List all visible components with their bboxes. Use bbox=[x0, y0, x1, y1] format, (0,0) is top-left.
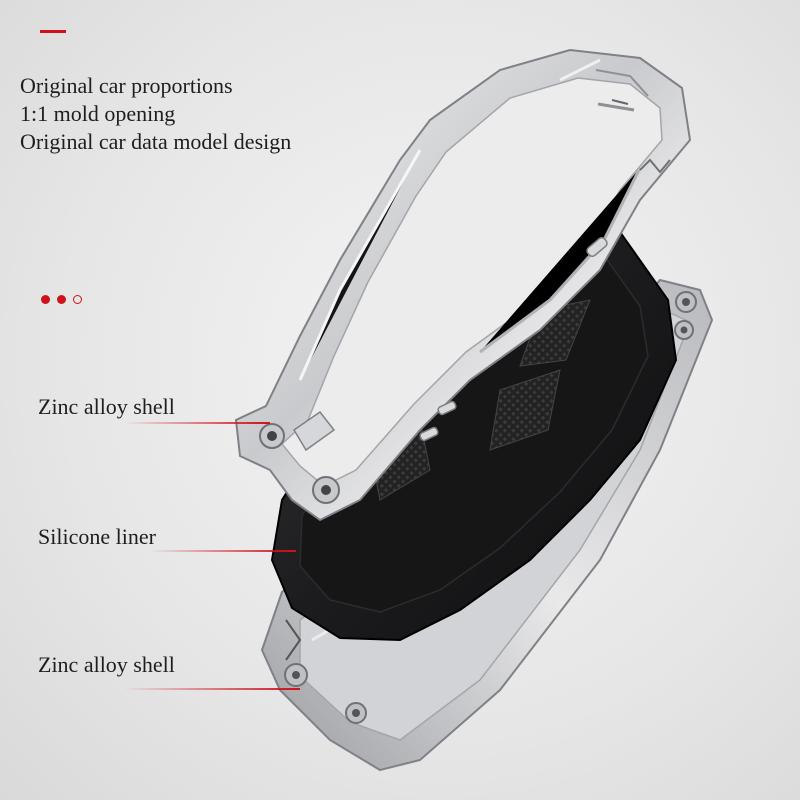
callout-leader-line bbox=[124, 688, 300, 690]
pagination-dot bbox=[73, 295, 82, 304]
callout-bottom-shell: Zinc alloy shell bbox=[38, 652, 175, 677]
feature-line: Original car proportions bbox=[20, 73, 233, 98]
pagination-dot bbox=[41, 295, 50, 304]
pagination-dot bbox=[57, 295, 66, 304]
callout-top-shell: Zinc alloy shell bbox=[38, 394, 175, 419]
feature-line: 1:1 mold opening bbox=[20, 101, 176, 126]
callout-leader-line bbox=[124, 422, 270, 424]
accent-bar bbox=[40, 30, 66, 33]
callout-silicone-liner: Silicone liner bbox=[38, 524, 156, 549]
key-fob-shell-top bbox=[234, 48, 692, 522]
callout-leader-line bbox=[150, 550, 296, 552]
feature-list: Original car proportions 1:1 mold openin… bbox=[20, 72, 400, 156]
feature-line: Original car data model design bbox=[20, 129, 292, 154]
pagination-dots bbox=[41, 295, 82, 304]
